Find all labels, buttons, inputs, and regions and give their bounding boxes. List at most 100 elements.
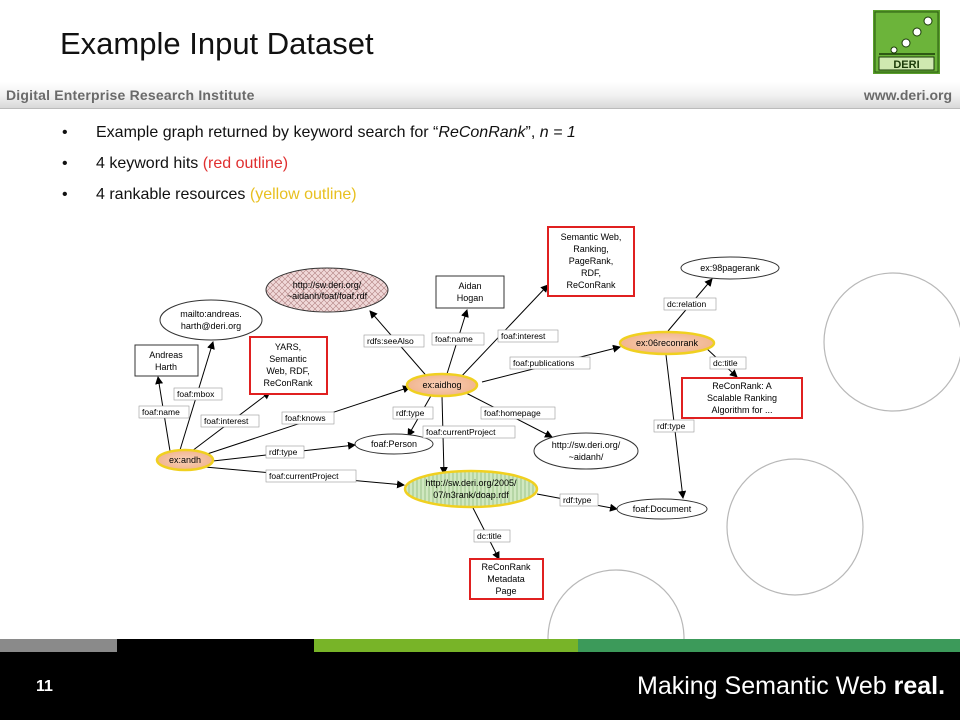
node-yars-literal: YARS, Semantic Web, RDF, ReConRank: [249, 336, 328, 395]
svg-text:ex:aidhog: ex:aidhog: [422, 380, 461, 390]
edge-label: dc:relation: [663, 297, 717, 311]
svg-text:foaf:interest: foaf:interest: [501, 331, 546, 341]
node-aidanh-homepage: http://sw.deri.org/ ~aidanh/: [533, 432, 639, 470]
node-foaf-rdf: http://sw.deri.org/ ~aidanh/foaf/foaf.rd…: [265, 267, 389, 313]
svg-text:Semantic Web,: Semantic Web,: [561, 232, 622, 242]
svg-text:Semantic: Semantic: [269, 354, 307, 364]
edge-label: rdf:type: [653, 419, 695, 433]
svg-text:foaf:name: foaf:name: [435, 334, 473, 344]
edge-label: rdf:type: [265, 445, 305, 459]
svg-text:ex:andh: ex:andh: [169, 455, 201, 465]
svg-text:rdf:type: rdf:type: [396, 408, 425, 418]
svg-text:Page: Page: [495, 586, 516, 596]
svg-text:dc:title: dc:title: [713, 358, 738, 368]
svg-text:Metadata: Metadata: [487, 574, 525, 584]
node-doap-rdf: http://sw.deri.org/2005/ 07/n3rank/doap.…: [403, 469, 539, 509]
svg-text:http://sw.deri.org/: http://sw.deri.org/: [552, 440, 621, 450]
svg-text:~aidanh/: ~aidanh/: [569, 452, 604, 462]
footer-band: [0, 652, 960, 720]
svg-text:~aidanh/foaf/foaf.rdf: ~aidanh/foaf/foaf.rdf: [287, 291, 368, 301]
institute-name: Digital Enterprise Research Institute: [6, 87, 255, 103]
slide-title: Example Input Dataset: [60, 26, 374, 61]
edge-label: foaf:currentProject: [265, 469, 357, 483]
svg-text:foaf:knows: foaf:knows: [285, 413, 326, 423]
slogan: Making Semantic Web real.: [637, 672, 946, 700]
svg-text:foaf:currentProject: foaf:currentProject: [269, 471, 339, 481]
svg-text:rdfs:seeAlso: rdfs:seeAlso: [367, 336, 414, 346]
edge-label: foaf:mbox: [173, 387, 223, 401]
svg-text:Web, RDF,: Web, RDF,: [266, 366, 309, 376]
node-98pagerank: ex:98pagerank: [680, 256, 780, 280]
svg-text:http://sw.deri.org/2005/: http://sw.deri.org/2005/: [425, 478, 517, 488]
edge-label: foaf:interest: [200, 414, 260, 428]
svg-text:Hogan: Hogan: [457, 293, 484, 303]
svg-text:Aidan: Aidan: [458, 281, 481, 291]
footer-color-bars: [0, 639, 960, 652]
edge-label: rdf:type: [392, 406, 434, 420]
node-foaf-document: foaf:Document: [616, 498, 708, 520]
svg-text:harth@deri.org: harth@deri.org: [181, 321, 241, 331]
edge-label: dc:title: [473, 529, 511, 543]
svg-text:Harth: Harth: [155, 362, 177, 372]
svg-text:foaf:mbox: foaf:mbox: [177, 389, 215, 399]
svg-text:dc:title: dc:title: [477, 531, 502, 541]
node-06reconrank: ex:06reconrank: [618, 330, 716, 356]
edge-label: rdf:type: [559, 493, 599, 507]
svg-text:foaf:name: foaf:name: [142, 407, 180, 417]
edge-label: foaf:publications: [509, 356, 591, 370]
node-andreas-harth: Andreas Harth: [134, 344, 199, 377]
svg-text:dc:relation: dc:relation: [667, 299, 706, 309]
svg-text:RDF,: RDF,: [581, 268, 601, 278]
node-aidhog: ex:aidhog: [405, 372, 479, 398]
node-aidan-hogan: Aidan Hogan: [435, 275, 505, 309]
svg-text:foaf:interest: foaf:interest: [204, 416, 249, 426]
svg-text:foaf:currentProject: foaf:currentProject: [426, 427, 496, 437]
svg-text:07/n3rank/doap.rdf: 07/n3rank/doap.rdf: [433, 490, 509, 500]
bullet-item: 4 keyword hits (red outline): [62, 155, 576, 186]
svg-text:PageRank,: PageRank,: [569, 256, 614, 266]
svg-text:mailto:andreas.: mailto:andreas.: [180, 309, 242, 319]
deri-logo: DERI: [873, 10, 940, 74]
svg-text:rdf:type: rdf:type: [563, 495, 592, 505]
node-reconrank-title: ReConRank: A Scalable Ranking Algorithm …: [681, 377, 803, 419]
svg-text:ReConRank: ReConRank: [481, 562, 531, 572]
svg-text:ReConRank: ReConRank: [566, 280, 616, 290]
node-andh: ex:andh: [155, 448, 215, 472]
logo-text: DERI: [893, 59, 919, 71]
edge-label: dc:title: [709, 356, 747, 370]
svg-text:Algorithm for ...: Algorithm for ...: [711, 405, 772, 415]
svg-text:ReConRank: ReConRank: [263, 378, 313, 388]
svg-text:foaf:Person: foaf:Person: [371, 439, 417, 449]
svg-text:Scalable Ranking: Scalable Ranking: [707, 393, 777, 403]
header-band: [0, 82, 960, 109]
svg-text:foaf:homepage: foaf:homepage: [484, 408, 541, 418]
svg-text:Ranking,: Ranking,: [573, 244, 609, 254]
edge-label: rdfs:seeAlso: [363, 334, 425, 348]
svg-text:ex:98pagerank: ex:98pagerank: [700, 263, 760, 273]
edge-label: foaf:currentProject: [422, 425, 516, 439]
decor-circle: [823, 272, 960, 412]
node-metadata-page: ReConRank Metadata Page: [469, 558, 544, 600]
edge-label: foaf:name: [431, 332, 485, 346]
bullet-item: 4 rankable resources (yellow outline): [62, 186, 576, 217]
node-foaf-person: foaf:Person: [354, 433, 434, 455]
bullet-item: Example graph returned by keyword search…: [62, 124, 576, 155]
bullet-list: Example graph returned by keyword search…: [62, 124, 576, 217]
svg-text:YARS,: YARS,: [275, 342, 301, 352]
page-number: 11: [36, 678, 53, 695]
svg-text:rdf:type: rdf:type: [269, 447, 298, 457]
edge-label: foaf:interest: [497, 329, 559, 343]
node-semweb-literal: Semantic Web, Ranking, PageRank, RDF, Re…: [547, 226, 635, 297]
svg-text:foaf:publications: foaf:publications: [513, 358, 574, 368]
decor-circle: [726, 458, 864, 596]
node-mailto: mailto:andreas. harth@deri.org: [159, 299, 263, 341]
svg-text:ReConRank: A: ReConRank: A: [712, 381, 772, 391]
edge-label: foaf:homepage: [480, 406, 556, 420]
svg-text:http://sw.deri.org/: http://sw.deri.org/: [293, 280, 362, 290]
svg-text:foaf:Document: foaf:Document: [633, 504, 692, 514]
svg-text:Andreas: Andreas: [149, 350, 183, 360]
edge-label: foaf:knows: [281, 411, 335, 425]
website-url: www.deri.org: [863, 87, 952, 103]
svg-text:rdf:type: rdf:type: [657, 421, 686, 431]
